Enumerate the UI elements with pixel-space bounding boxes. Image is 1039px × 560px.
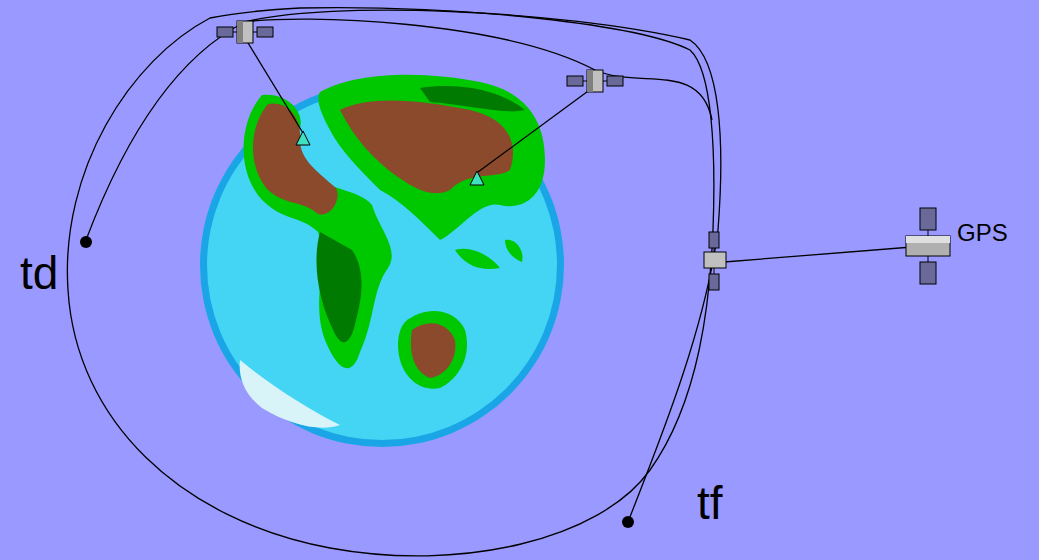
- earth: [200, 75, 564, 447]
- satellite-icon: [704, 232, 726, 290]
- text-label: tf: [697, 480, 723, 526]
- ground-station: [296, 131, 310, 145]
- orbit-point: [622, 516, 634, 528]
- gps-satellite-icon: [906, 208, 950, 284]
- ground-station: [470, 171, 484, 185]
- orbit-point: [80, 236, 92, 248]
- text-label: td: [20, 250, 58, 296]
- orbit-lines: [67, 8, 720, 556]
- text-label: GPS: [957, 221, 1008, 245]
- link-lines: [245, 38, 912, 262]
